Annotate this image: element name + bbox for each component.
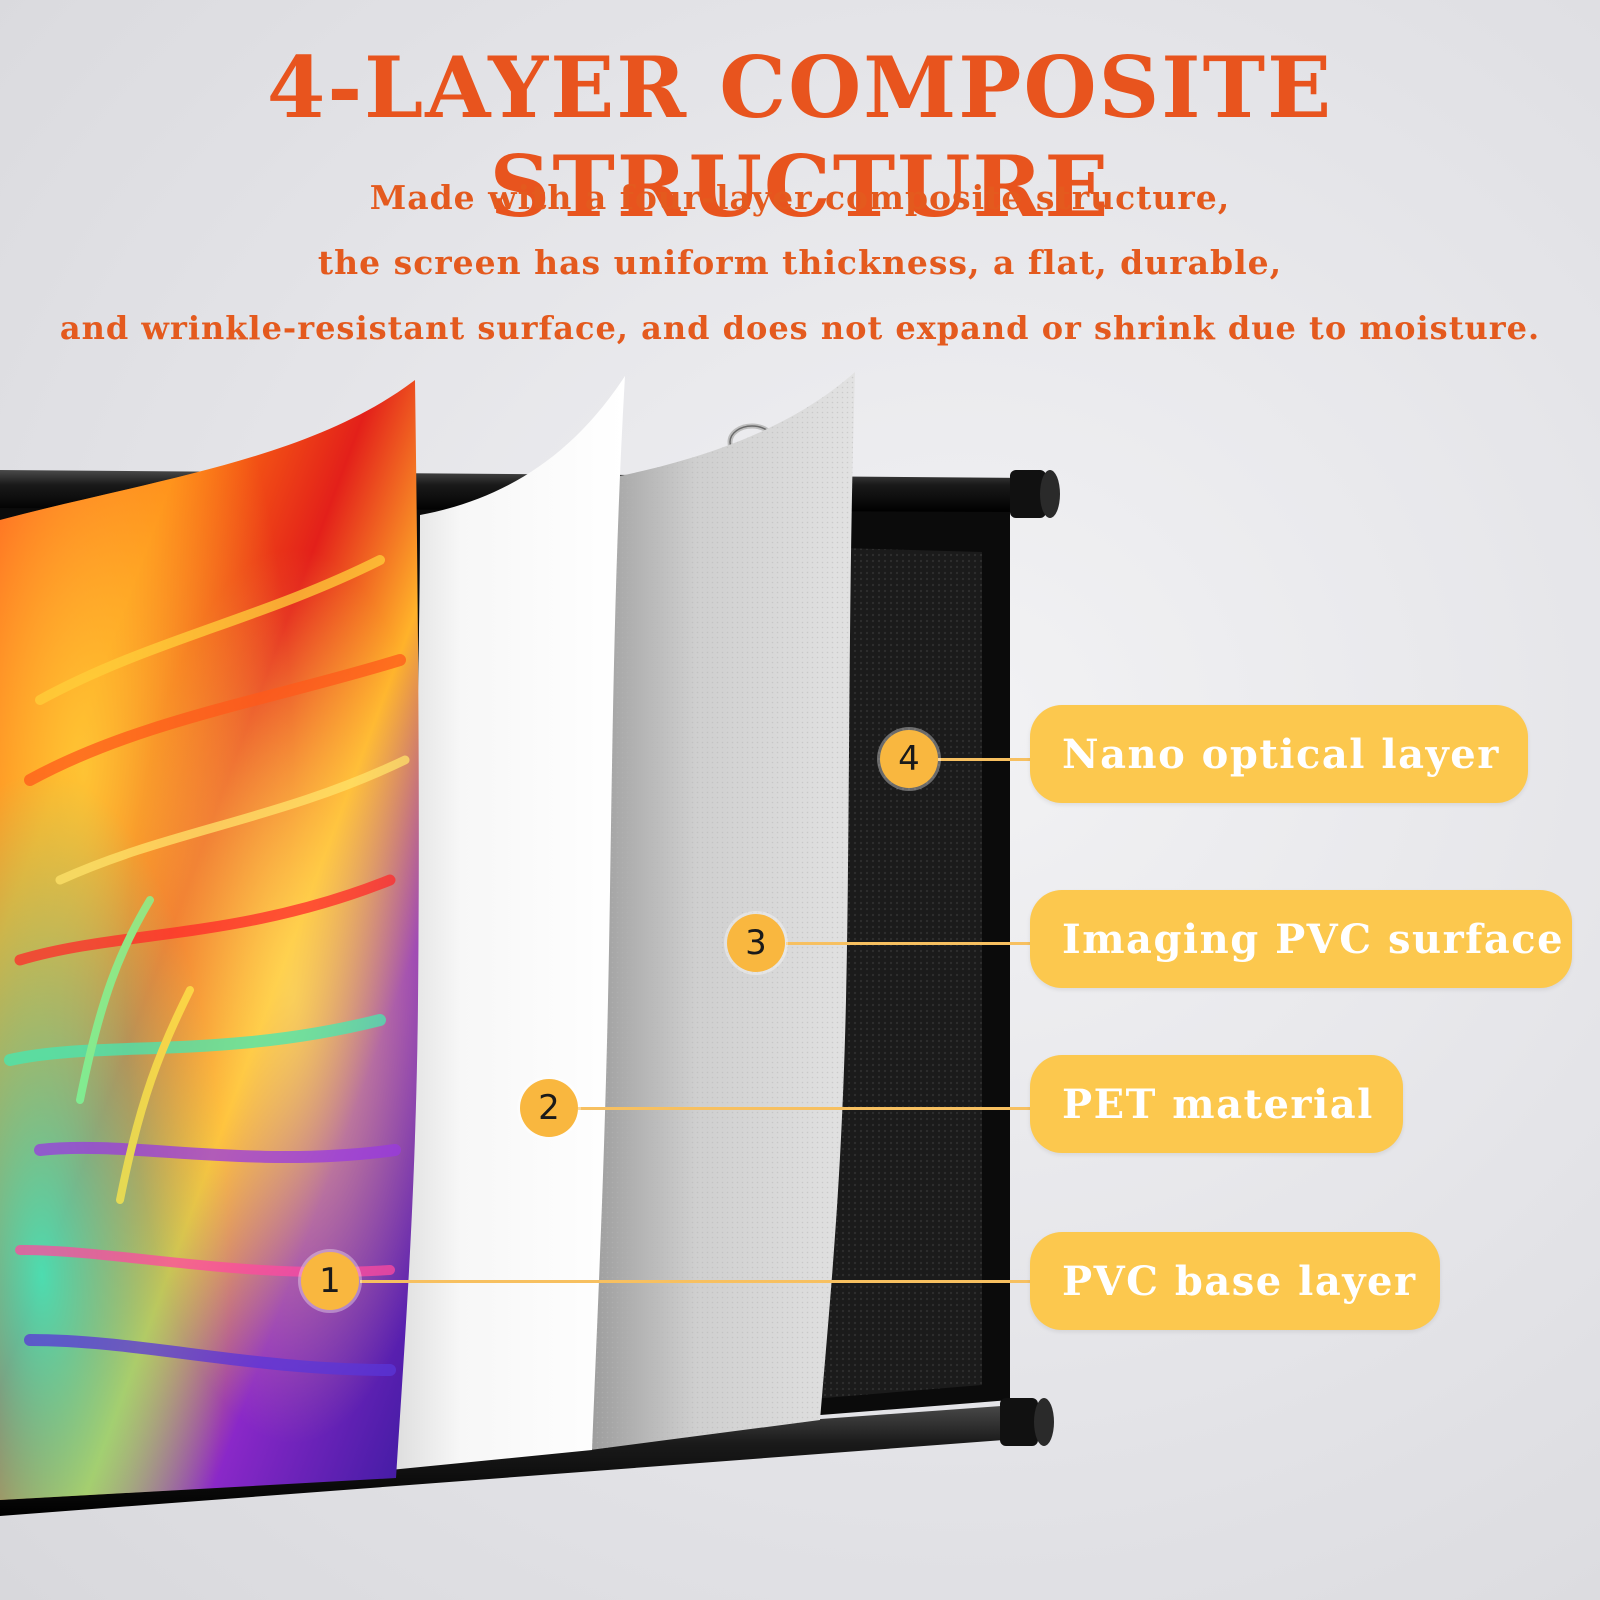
connector-line-2: [578, 1107, 1036, 1110]
label-pvc-base-layer: PVC base layer: [1030, 1232, 1440, 1330]
connector-line-3: [786, 942, 1036, 945]
label-nano-optical-layer: Nano optical layer: [1030, 705, 1528, 803]
page-title: 4-LAYER COMPOSITE STRUCTURE: [266, 38, 1334, 236]
connector-line-4: [938, 758, 1036, 761]
subtitle-line-2: the screen has uniform thickness, a flat…: [317, 243, 1283, 282]
label-imaging-pvc-surface: Imaging PVC surface: [1030, 890, 1572, 988]
connector-line-1: [360, 1280, 1036, 1283]
bottom-roller-rod: [0, 1398, 1054, 1516]
subtitle-line-1: Made with a four-layer composite structu…: [369, 178, 1231, 217]
layer-number-badge-3: 3: [727, 914, 785, 972]
white-pet-layer: [390, 376, 625, 1470]
label-pet-material: PET material: [1030, 1055, 1403, 1153]
colorful-image-layer: [0, 380, 419, 1500]
layer-number-badge-2: 2: [520, 1079, 578, 1137]
layer-number-badge-4: 4: [880, 730, 938, 788]
subtitle-line-3: and wrinkle-resistant surface, and does …: [59, 309, 1541, 347]
layer-number-badge-1: 1: [301, 1252, 359, 1310]
